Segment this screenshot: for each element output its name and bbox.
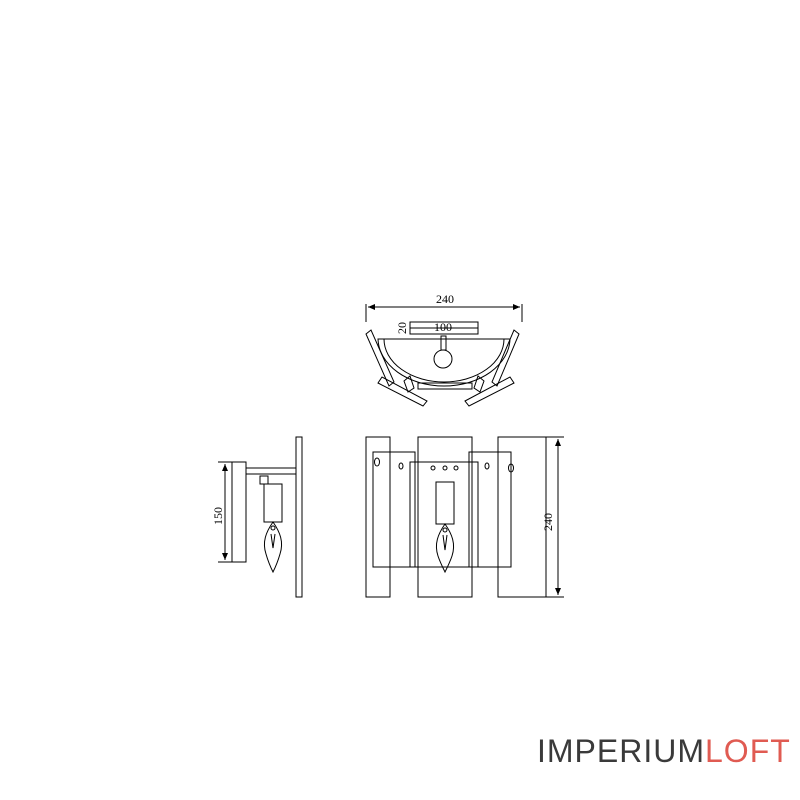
dim-top-depth: 20: [395, 322, 409, 334]
top-socket: [433, 349, 453, 369]
top-panel-center: [417, 382, 473, 390]
top-view: [365, 304, 523, 407]
dim-top-plate: 100: [434, 320, 452, 334]
dim-front-height: 240: [541, 513, 555, 531]
top-panel-left: [365, 329, 395, 387]
front-panel-left: [365, 436, 391, 598]
front-panel-inner-right: [468, 451, 512, 568]
front-socket: [435, 481, 455, 525]
front-panel-inner-left: [372, 451, 416, 568]
front-panel-right: [497, 436, 547, 598]
top-panel-lower-right: [464, 376, 515, 407]
side-panel: [231, 461, 247, 563]
top-panel-right: [491, 329, 520, 387]
brand-logo-part1: IMPERIUM: [537, 733, 705, 769]
side-socket: [263, 483, 283, 523]
side-wall-plate: [295, 436, 303, 598]
top-bowl: [377, 338, 511, 387]
front-bulb: [435, 523, 455, 574]
front-view: [365, 436, 564, 598]
brand-logo: IMPERIUMLOFT: [537, 731, 790, 771]
brand-logo-part2: LOFT: [705, 733, 791, 769]
top-panel-lower-left: [377, 376, 428, 407]
dim-side-height: 150: [211, 507, 225, 525]
side-bulb: [263, 521, 283, 574]
front-panel-center: [417, 436, 473, 598]
dim-top-width: 240: [436, 292, 454, 306]
side-view: [218, 436, 303, 598]
